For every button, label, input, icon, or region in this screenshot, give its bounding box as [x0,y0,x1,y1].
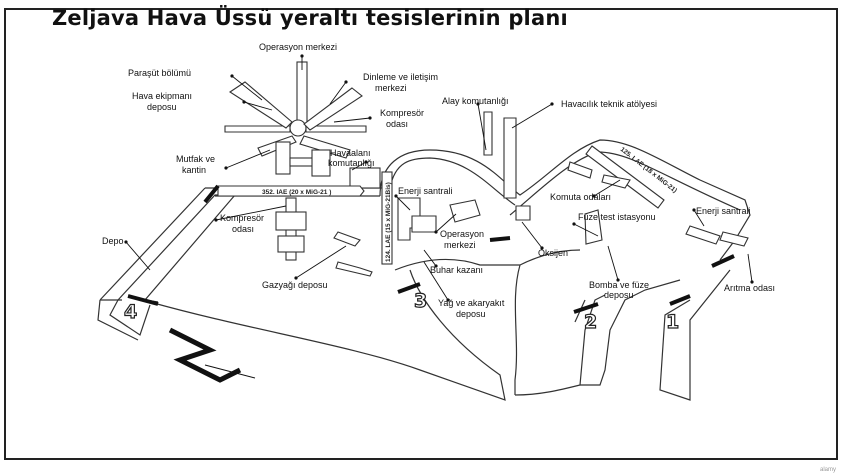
label-bomba-2: deposu [604,290,634,300]
label-hava-ekipmani-1: Hava ekipmanı [132,91,192,101]
label-alay: Alay komutanlığı [442,96,509,106]
north-arrow-icon [168,327,256,383]
label-kompresor-left-2: odası [232,224,254,234]
watermark: alamy [819,467,836,473]
unit-124-bar: 124. LAE (15 x MiG-21Bis) [381,171,393,265]
label-komuta: Komuta odaları [550,192,611,202]
tunnel-entrance-4 [97,187,237,341]
label-oksijen: Oksijen [538,248,568,258]
central-complex [224,61,381,261]
label-havaalani-2: komutanlığı [328,158,375,168]
label-havaalani-1: Havaalanı [330,148,371,158]
label-fuze: Füze test istasyonu [578,212,656,222]
label-gazyagi: Gazyağı deposu [262,280,328,290]
entrance-1-number: 1 [666,311,679,333]
label-yag-1: Yağ ve akaryakıt [438,298,505,308]
unit-352-label: 352. IAE (20 x MiG-21 ) [262,189,331,196]
label-enerji-mid: Enerji santrali [398,186,453,196]
label-havacilik: Havacılık teknik atölyesi [561,99,657,109]
page-title: Zeljava Hava Üssü yeraltı tesislerinin p… [52,6,568,30]
label-operasyon-merkezi-top: Operasyon merkezi [259,42,337,52]
label-depo: Depo [102,236,124,246]
label-kompresor-top-2: odası [386,119,408,129]
pointer-lines [124,54,754,302]
entrance-4-number: 4 [124,301,137,323]
label-kompresor-left-1: Kompresör [220,213,264,223]
label-dinleme-1: Dinleme ve iletişim [363,72,438,82]
label-parasut: Paraşüt bölümü [128,68,191,78]
entrance-2-number: 2 [584,311,597,333]
label-dinleme-2: merkezi [375,83,407,93]
entrance-doors [127,184,735,314]
label-hava-ekipmani-2: deposu [147,102,177,112]
entrance-3-number: 3 [414,290,427,312]
label-enerji-right: Enerji santrali [696,206,751,216]
label-kompresor-top-1: Kompresör [380,108,424,118]
label-operasyon-mid-2: merkezi [444,240,476,250]
label-buhar: Buhar kazanı [430,265,483,275]
label-yag-2: deposu [456,309,486,319]
label-mutfak-2: kantin [182,165,206,175]
label-bomba-1: Bomba ve füze [589,280,649,290]
unit-352-bar: 352. IAE (20 x MiG-21 ) [217,185,365,197]
label-aritma: Arıtma odası [724,283,775,293]
label-operasyon-mid-1: Operasyon [440,229,484,239]
label-mutfak-1: Mutfak ve [176,154,215,164]
unit-124-label: 124. LAE (15 x MiG-21Bis) [385,182,392,262]
